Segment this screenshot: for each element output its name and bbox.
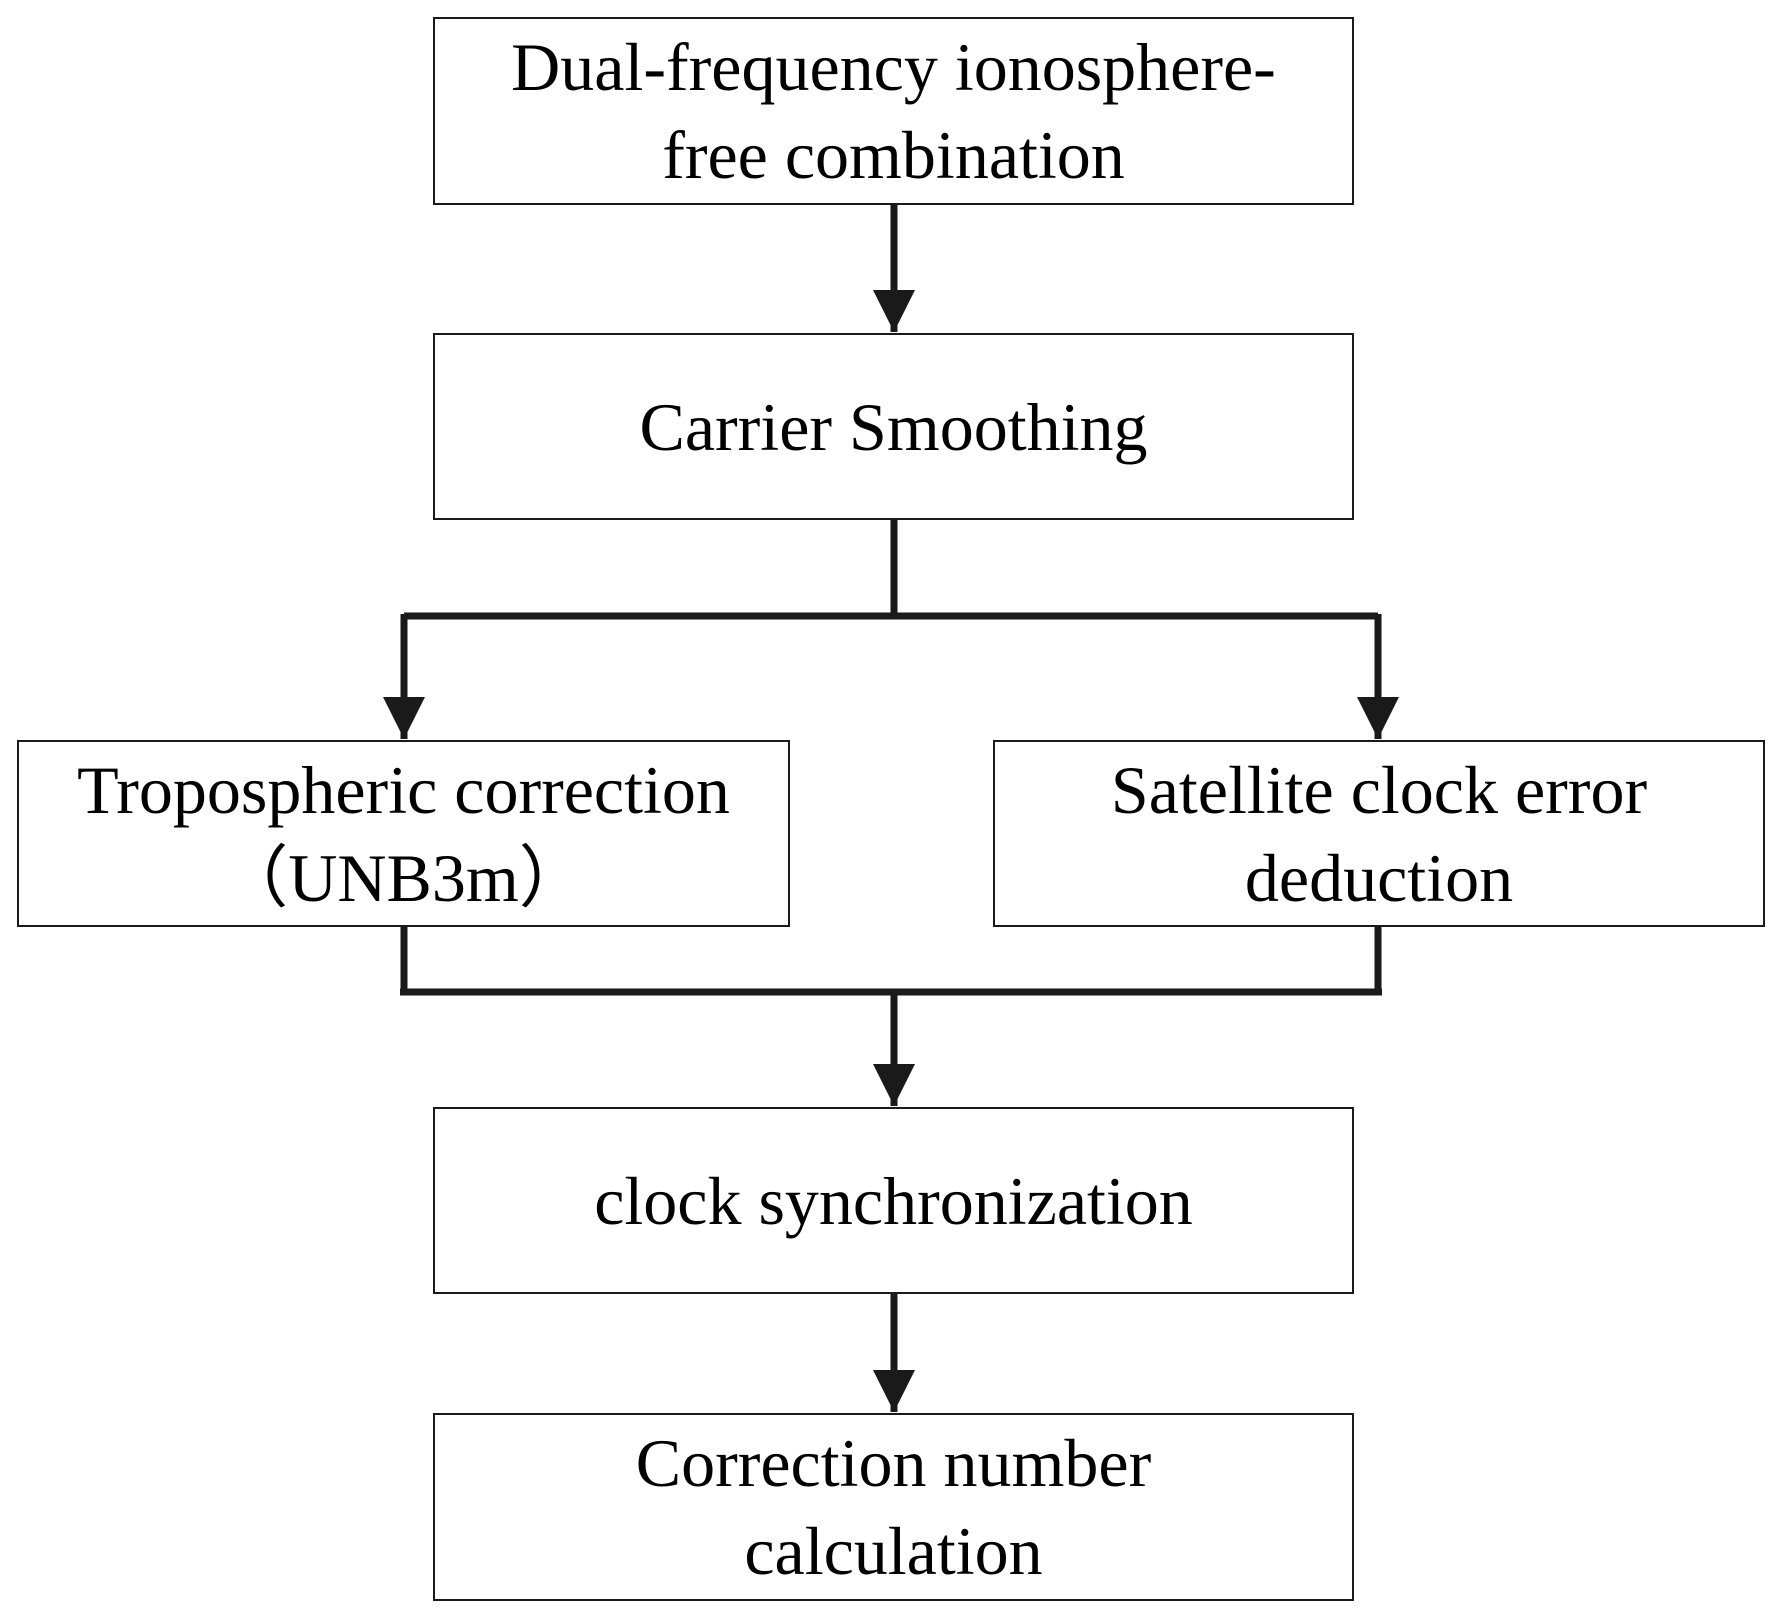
node-clocksync-line-1: clock synchronization — [594, 1162, 1193, 1239]
node-carrier-smoothing: Carrier Smoothing — [433, 333, 1354, 520]
node-correction-line-1: Correction number — [635, 1425, 1152, 1501]
node-correction-line-2: calculation — [744, 1513, 1043, 1589]
node-satellite-clock-error-deduction: Satellite clock error deduction — [993, 740, 1765, 927]
node-tropospheric-correction: Tropospheric correction （UNB3m） — [17, 740, 790, 927]
node-carrier-line-1: Carrier Smoothing — [639, 388, 1148, 465]
node-ionosphere-free-combination: Dual-frequency ionosphere- free combinat… — [433, 17, 1354, 205]
node-clock-synchronization: clock synchronization — [433, 1107, 1354, 1294]
node-tropo-line-2: （UNB3m） — [220, 839, 587, 916]
node-ionofree-line-2: free combination — [662, 117, 1125, 193]
node-tropo-line-1: Tropospheric correction — [77, 751, 730, 828]
node-satclock-line-1: Satellite clock error — [1110, 751, 1648, 828]
node-ionofree-line-1: Dual-frequency ionosphere- — [511, 29, 1276, 105]
node-correction-number-calculation: Correction number calculation — [433, 1413, 1354, 1601]
node-satclock-line-2: deduction — [1244, 839, 1514, 916]
